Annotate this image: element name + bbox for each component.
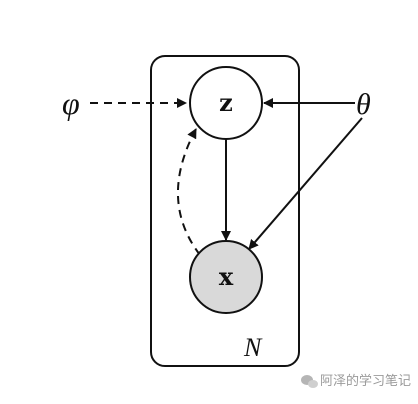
wechat-icon: [301, 375, 318, 388]
param-theta: θ: [356, 88, 371, 121]
watermark-text: 阿泽的学习笔记: [320, 373, 411, 389]
param-phi: φ: [62, 85, 80, 121]
node-z-label: z: [219, 88, 233, 117]
plate-label: N: [243, 333, 263, 362]
plate: [150, 55, 300, 367]
edge-x-to-z-dashed: [177, 128, 201, 256]
edge-theta-to-x: [248, 117, 363, 250]
watermark: 阿泽的学习笔记: [301, 373, 411, 389]
node-z: [189, 66, 263, 140]
node-x-label: x: [219, 262, 234, 291]
node-x: [189, 240, 263, 314]
